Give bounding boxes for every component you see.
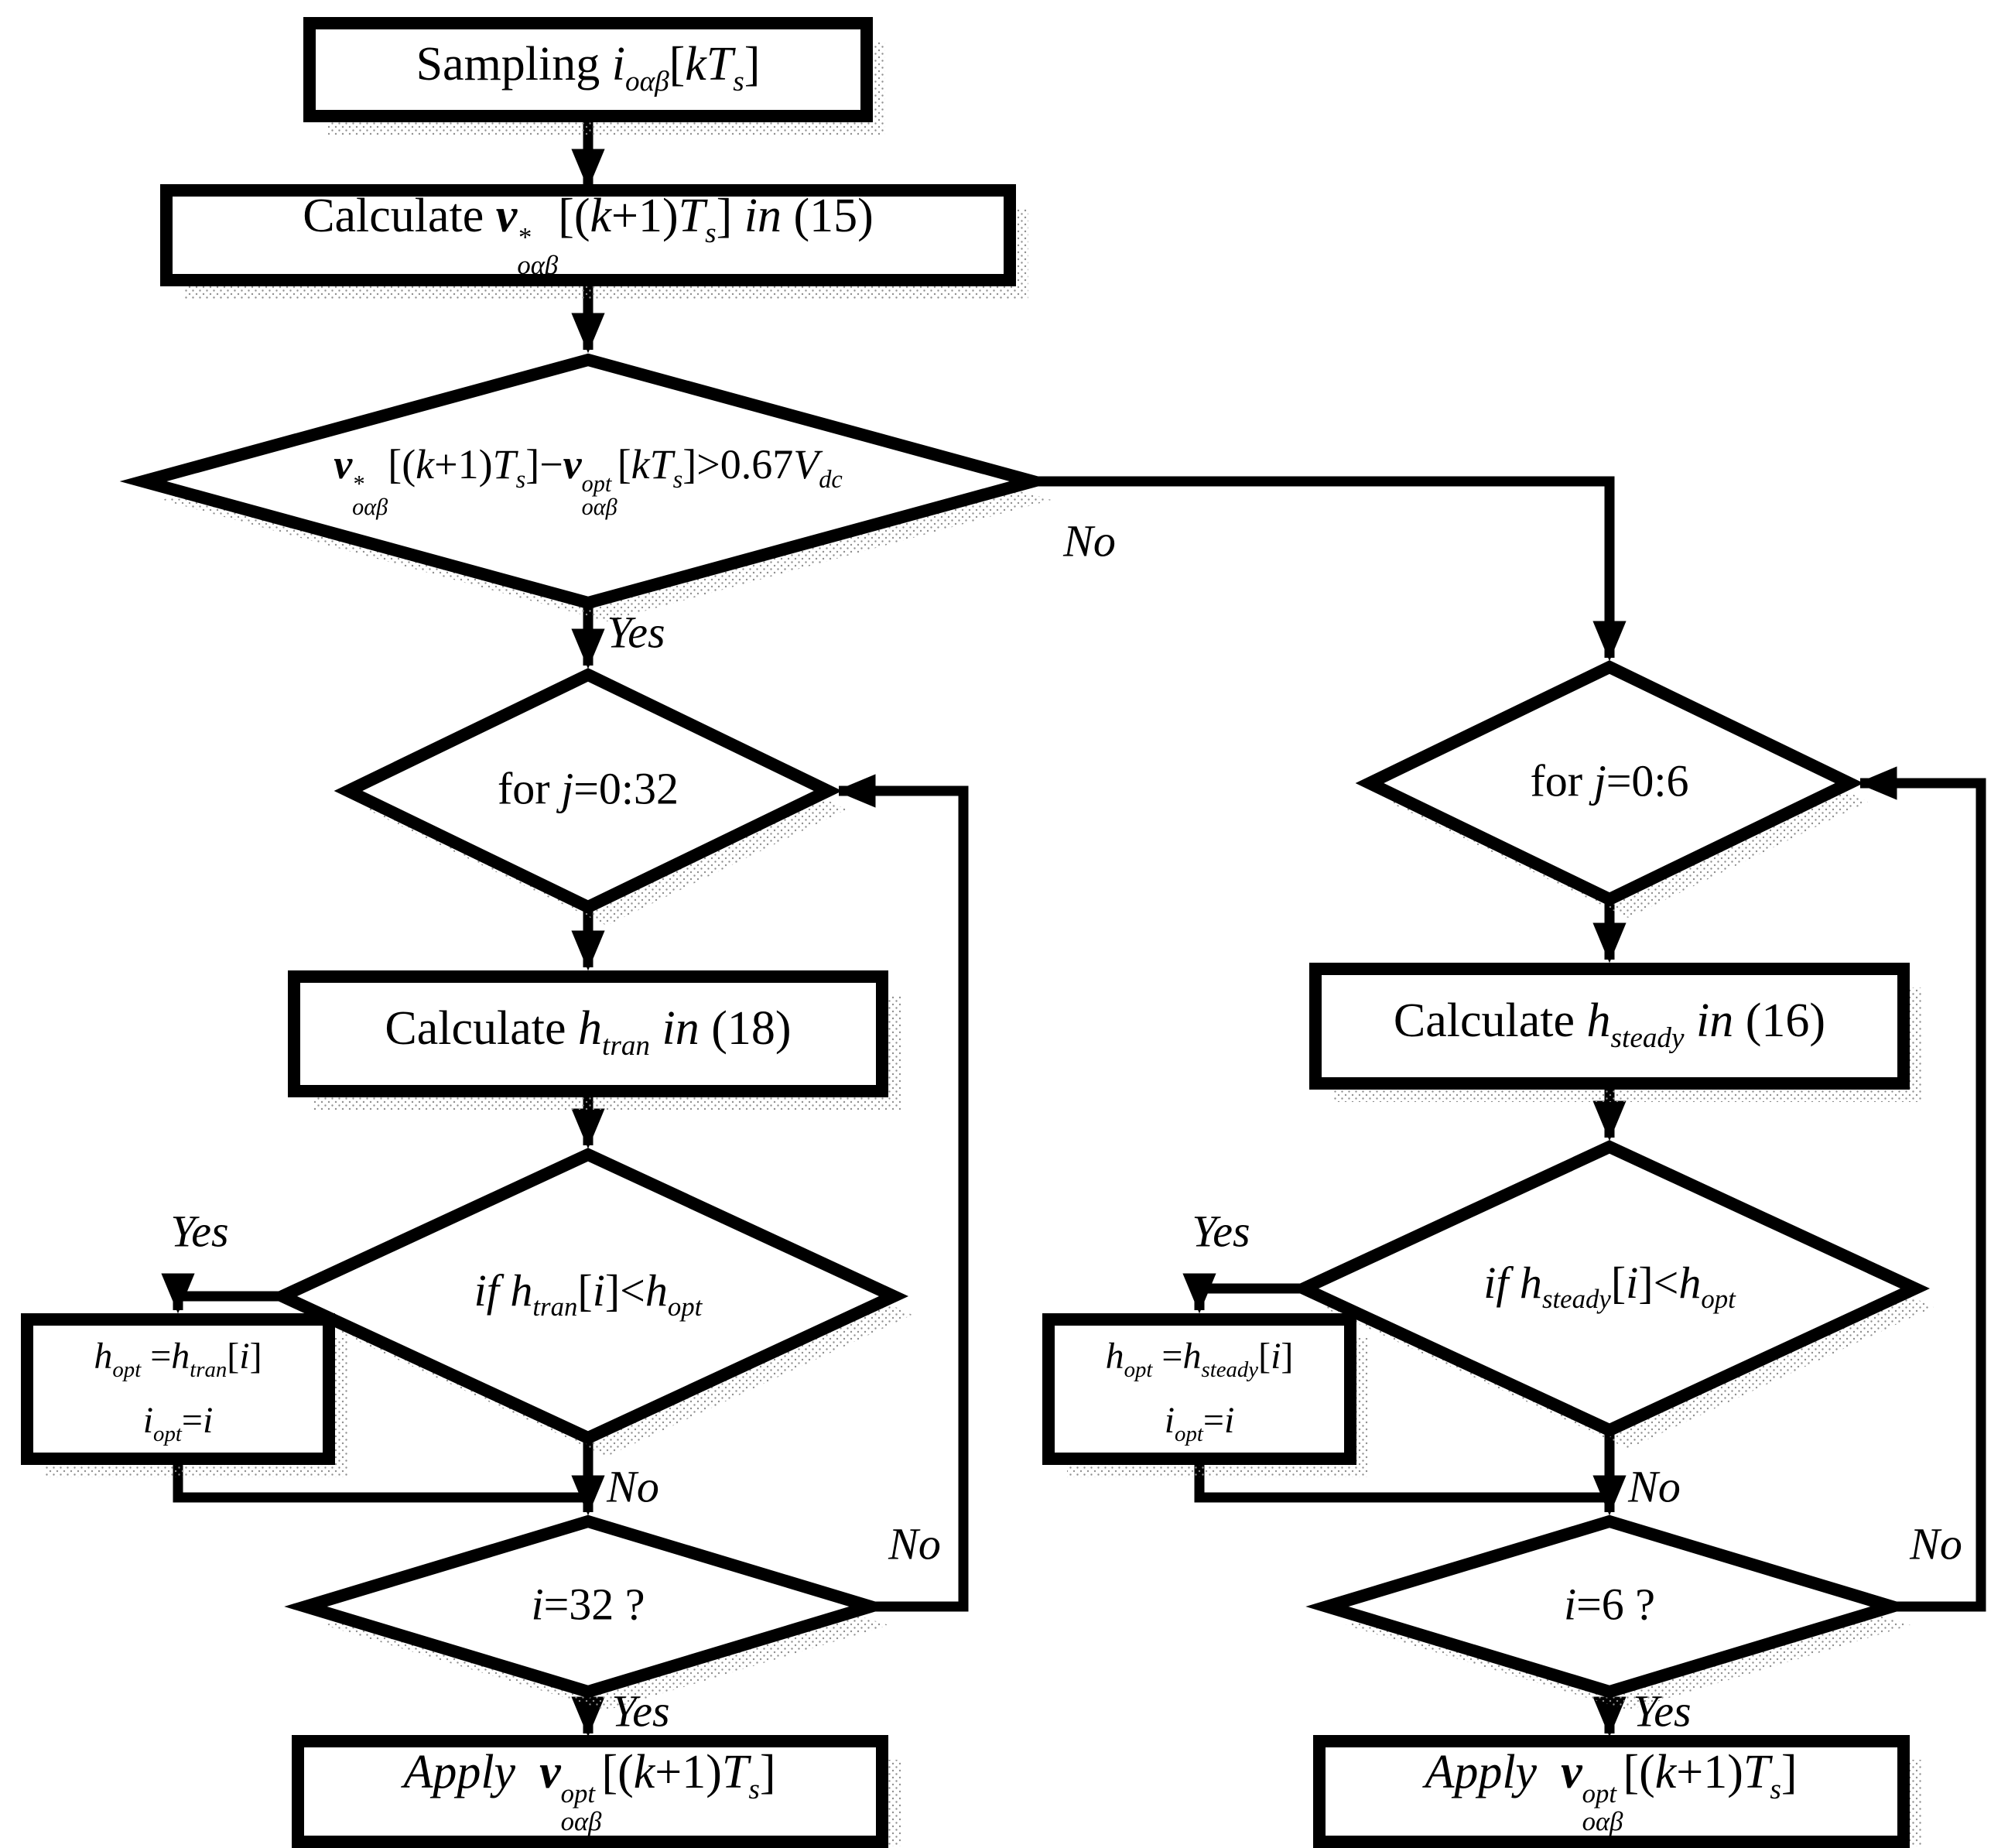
set-opt-tran-line2: iopt=i: [142, 1400, 214, 1446]
calc-v15-label: Calculate v*oαβ[(k+1)Ts] in (15): [303, 190, 874, 280]
decision-main: [119, 353, 1057, 621]
calc-hsteady-label: Calculate hsteady in (16): [1393, 994, 1826, 1055]
edge-label-tran-no: No: [607, 1461, 659, 1512]
edge-label-main-no: No: [1063, 515, 1116, 566]
sampling-label: Sampling ioαβ[kTs]: [416, 38, 761, 98]
i6-check-label: i=6 ?: [1563, 1579, 1656, 1630]
edge-label-i32-yes: Yes: [611, 1685, 670, 1737]
edge-label-main-yes: Yes: [607, 607, 665, 658]
process-set-opt-tran: [21, 1313, 347, 1477]
process-set-opt-steady: [1042, 1313, 1369, 1477]
process-calc-v15: [160, 184, 1028, 299]
if-htran-label: if htran[i]<hopt: [474, 1265, 703, 1323]
decision-if-hsteady: [1288, 1140, 1934, 1449]
calc-htran-label: Calculate htran in (18): [385, 1002, 792, 1063]
edge-main-no: [1033, 476, 1627, 662]
edge-label-i32-no: No: [888, 1518, 941, 1569]
process-sampling: [303, 17, 885, 135]
decision-for32: [334, 668, 847, 926]
process-apply-left: [292, 1735, 901, 1848]
decision-i6: [1305, 1514, 1914, 1710]
process-apply-right: [1313, 1735, 1922, 1848]
edge-label-i6-no: No: [1910, 1518, 1962, 1569]
set-opt-tran-label: hopt =htran[i] iopt=i: [94, 1325, 262, 1453]
decision-i32: [284, 1514, 892, 1710]
decision-for6: [1355, 660, 1868, 918]
for32-label: for j=0:32: [497, 763, 679, 814]
edge-label-steady-no: No: [1628, 1461, 1681, 1512]
edge-ifsteady-yes: [1182, 1273, 1304, 1314]
for6-label: for j=0:6: [1530, 755, 1689, 806]
process-calc-htran: [288, 970, 901, 1110]
i32-check-label: i=32 ?: [531, 1579, 645, 1630]
edge-label-steady-yes: Yes: [1192, 1206, 1250, 1257]
set-opt-steady-line1: hopt =hsteady[i]: [1105, 1336, 1294, 1383]
set-opt-steady-label: hopt =hsteady[i] iopt=i: [1106, 1325, 1294, 1453]
if-hsteady-label: if hsteady[i]<hopt: [1483, 1257, 1736, 1315]
edge-i6-no-loop: [1856, 766, 1986, 1612]
connectors: [161, 116, 1986, 1737]
set-opt-steady-line2: iopt=i: [1164, 1400, 1235, 1446]
set-opt-tran-line1: hopt =htran[i]: [94, 1336, 262, 1383]
edge-label-tran-yes: Yes: [170, 1206, 229, 1257]
edge-label-i6-yes: Yes: [1633, 1685, 1692, 1737]
decision-if-htran: [267, 1148, 912, 1456]
edge-i32-no-loop: [835, 774, 969, 1612]
process-calc-hsteady: [1309, 963, 1922, 1102]
edge-iftran-yes: [161, 1273, 282, 1314]
